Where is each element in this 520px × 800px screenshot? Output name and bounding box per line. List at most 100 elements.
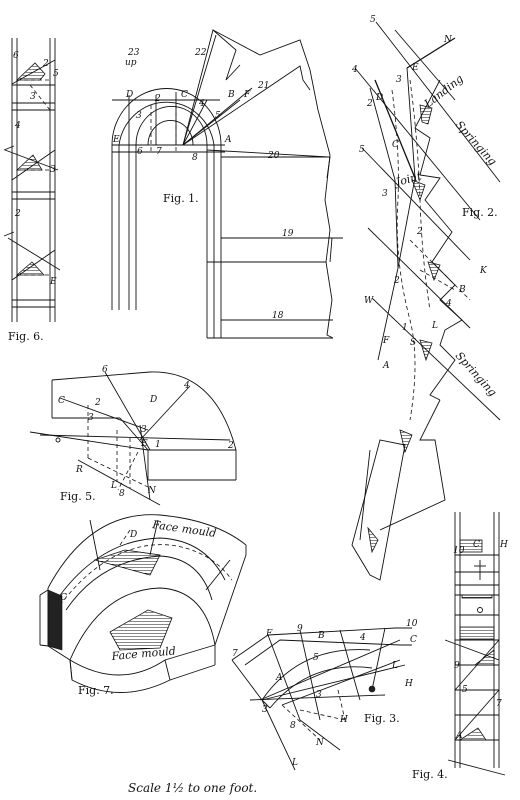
fig5-label-8: 8 [119,489,125,499]
fig2-label-b: 2 [393,276,400,286]
fig5-label-3b: 3 [141,425,147,435]
fig6-label-2b: 2 [14,209,21,219]
fig1-label-6: 6 [137,147,143,157]
fig2-label-2b: C [392,140,399,150]
fig4-label-9: 9 [454,661,460,671]
fig5-label-4: 4 [183,381,190,391]
fig2-label-e: E [411,63,419,73]
fig4-label-10: 10 [453,546,465,556]
fig3-label-h2: H [339,715,348,725]
fig1-label-22: 22 [194,48,207,58]
fig3-label-l2: L [291,758,298,768]
fig1-caption: Fig. 1. [163,192,199,205]
fig1-label-23: 23 [127,48,140,58]
fig3-label-9: 9 [297,624,303,634]
fig3-label-3b: 3 [316,690,322,700]
fig3-caption: Fig. 3. [364,712,400,725]
fig7-caption: Fig. 7. [78,684,114,697]
fig4-label-h: H [499,540,508,550]
fig3-label-n: N [315,738,325,748]
fig1-label-19: 19 [282,229,294,239]
fig1-label-5: 5 [215,111,221,121]
fig1-label-f: F [243,90,251,100]
fig2-label-4b: 2 [416,227,423,237]
fig1-label-2: 2 [154,94,161,104]
fig3-label-4: 4 [359,633,366,643]
fig5-caption: Fig. 5. [60,490,96,503]
fig6-label-4: 4 [14,121,21,131]
fig2-label-2: 2 [366,99,373,109]
fig3-label-10: 10 [406,619,418,629]
figure-7: D C Face mould Face mould Fig. 7. [39,514,247,697]
fig2-label-k: B [458,285,466,295]
figure-1: 23 up 22 21 20 19 18 D C B F E A 2 3 4 5… [111,29,343,339]
fig1-label-20: 20 [267,151,280,161]
fig4-label-a: A [455,731,463,741]
fig1-label-21: 21 [257,81,269,91]
fig2-word-springing-top: Springing [453,118,500,168]
fig6-label-3: 3 [30,92,36,102]
figure-3: 10 F 9 B 4 C 7 5 L H A 3 3 8 H N L Fig. … [231,619,418,771]
fig2-label-l: S [410,338,416,348]
fig2-label-d: D [375,93,383,103]
fig2-label-n: N [443,35,453,45]
fig1-label-8: 8 [192,153,198,163]
fig2-label-4: 4 [351,65,358,75]
fig2-label-f: 1 [402,323,408,333]
fig2-label-5: 5 [370,15,376,25]
fig3-label-b: B [317,631,325,641]
fig5-label-3: 3 [88,413,94,423]
fig4-caption: Fig. 4. [412,768,448,781]
fig2-label-1: W [364,296,374,306]
figure-6: 6 2 5 3 4 3 2 E Fig. 6. [3,38,61,343]
fig2-label-a: F [382,336,390,346]
fig3-label-7: 7 [232,649,238,659]
fig3-label-3: 3 [262,705,268,715]
figure-4: 10 C H 9 5 7 A Fig. 4. [412,512,508,781]
fig7-label-d: D [129,530,137,540]
fig6-label-2: 2 [42,59,49,69]
fig2-label-c: 3 [382,189,388,199]
fig1-label-a: A [224,135,232,145]
fig1-label-7: 7 [156,147,162,157]
fig5-label-2: 2 [94,398,101,408]
fig1-label-c: C [181,90,188,100]
fig2-label-2c: L [431,321,438,331]
fig3-label-a: A [275,673,283,683]
fig7-word-face-mould-bottom: Face mould [110,644,176,663]
figure-5: 6 4 C 2 D 3 3 E 1 2 R L 8 N Fig. 5. [29,365,237,506]
fig5-label-e: E [140,439,148,449]
fig3-label-5: 5 [313,653,319,663]
scale-note: Scale 1½ to one foot. [128,781,257,795]
fig1-label-d: D [125,90,133,100]
fig5-label-d: D [149,395,157,405]
fig5-label-l: L [110,481,117,491]
fig6-caption: Fig. 6. [8,330,44,343]
fig2-label-5b: 3 [396,75,402,85]
fig1-label-4: 4 [198,99,205,109]
fig2-label-5c: 4 [445,299,452,309]
fig7-word-face-mould-top: Face mould [151,518,217,540]
fig2-label-s: A [382,361,390,371]
fig5-label-n: N [147,486,157,496]
fig1-label-up: up [125,58,137,68]
fig6-label-3b: 3 [50,165,56,175]
fig3-label-8: 8 [290,721,296,731]
fig3-label-f: F [265,629,273,639]
fig2-word-landing: Landing [421,72,466,111]
fig5-label-6: 6 [102,365,108,375]
fig2-label-w: K [479,266,488,276]
fig5-label-r: R [75,465,83,475]
fig7-label-c: C [60,593,67,603]
fig4-label-c: C [473,540,480,550]
fig1-label-18: 18 [272,311,284,321]
fig5-label-1: 1 [155,440,161,450]
fig2-caption: Fig. 2. [462,206,498,219]
fig5-label-2b: 2 [227,441,234,451]
fig1-label-b: B [227,90,235,100]
fig2-label-3: 5 [359,145,365,155]
fig6-label-e: E [49,277,57,287]
fig4-label-7: 7 [496,699,502,709]
fig3-label-l: L [391,661,398,671]
